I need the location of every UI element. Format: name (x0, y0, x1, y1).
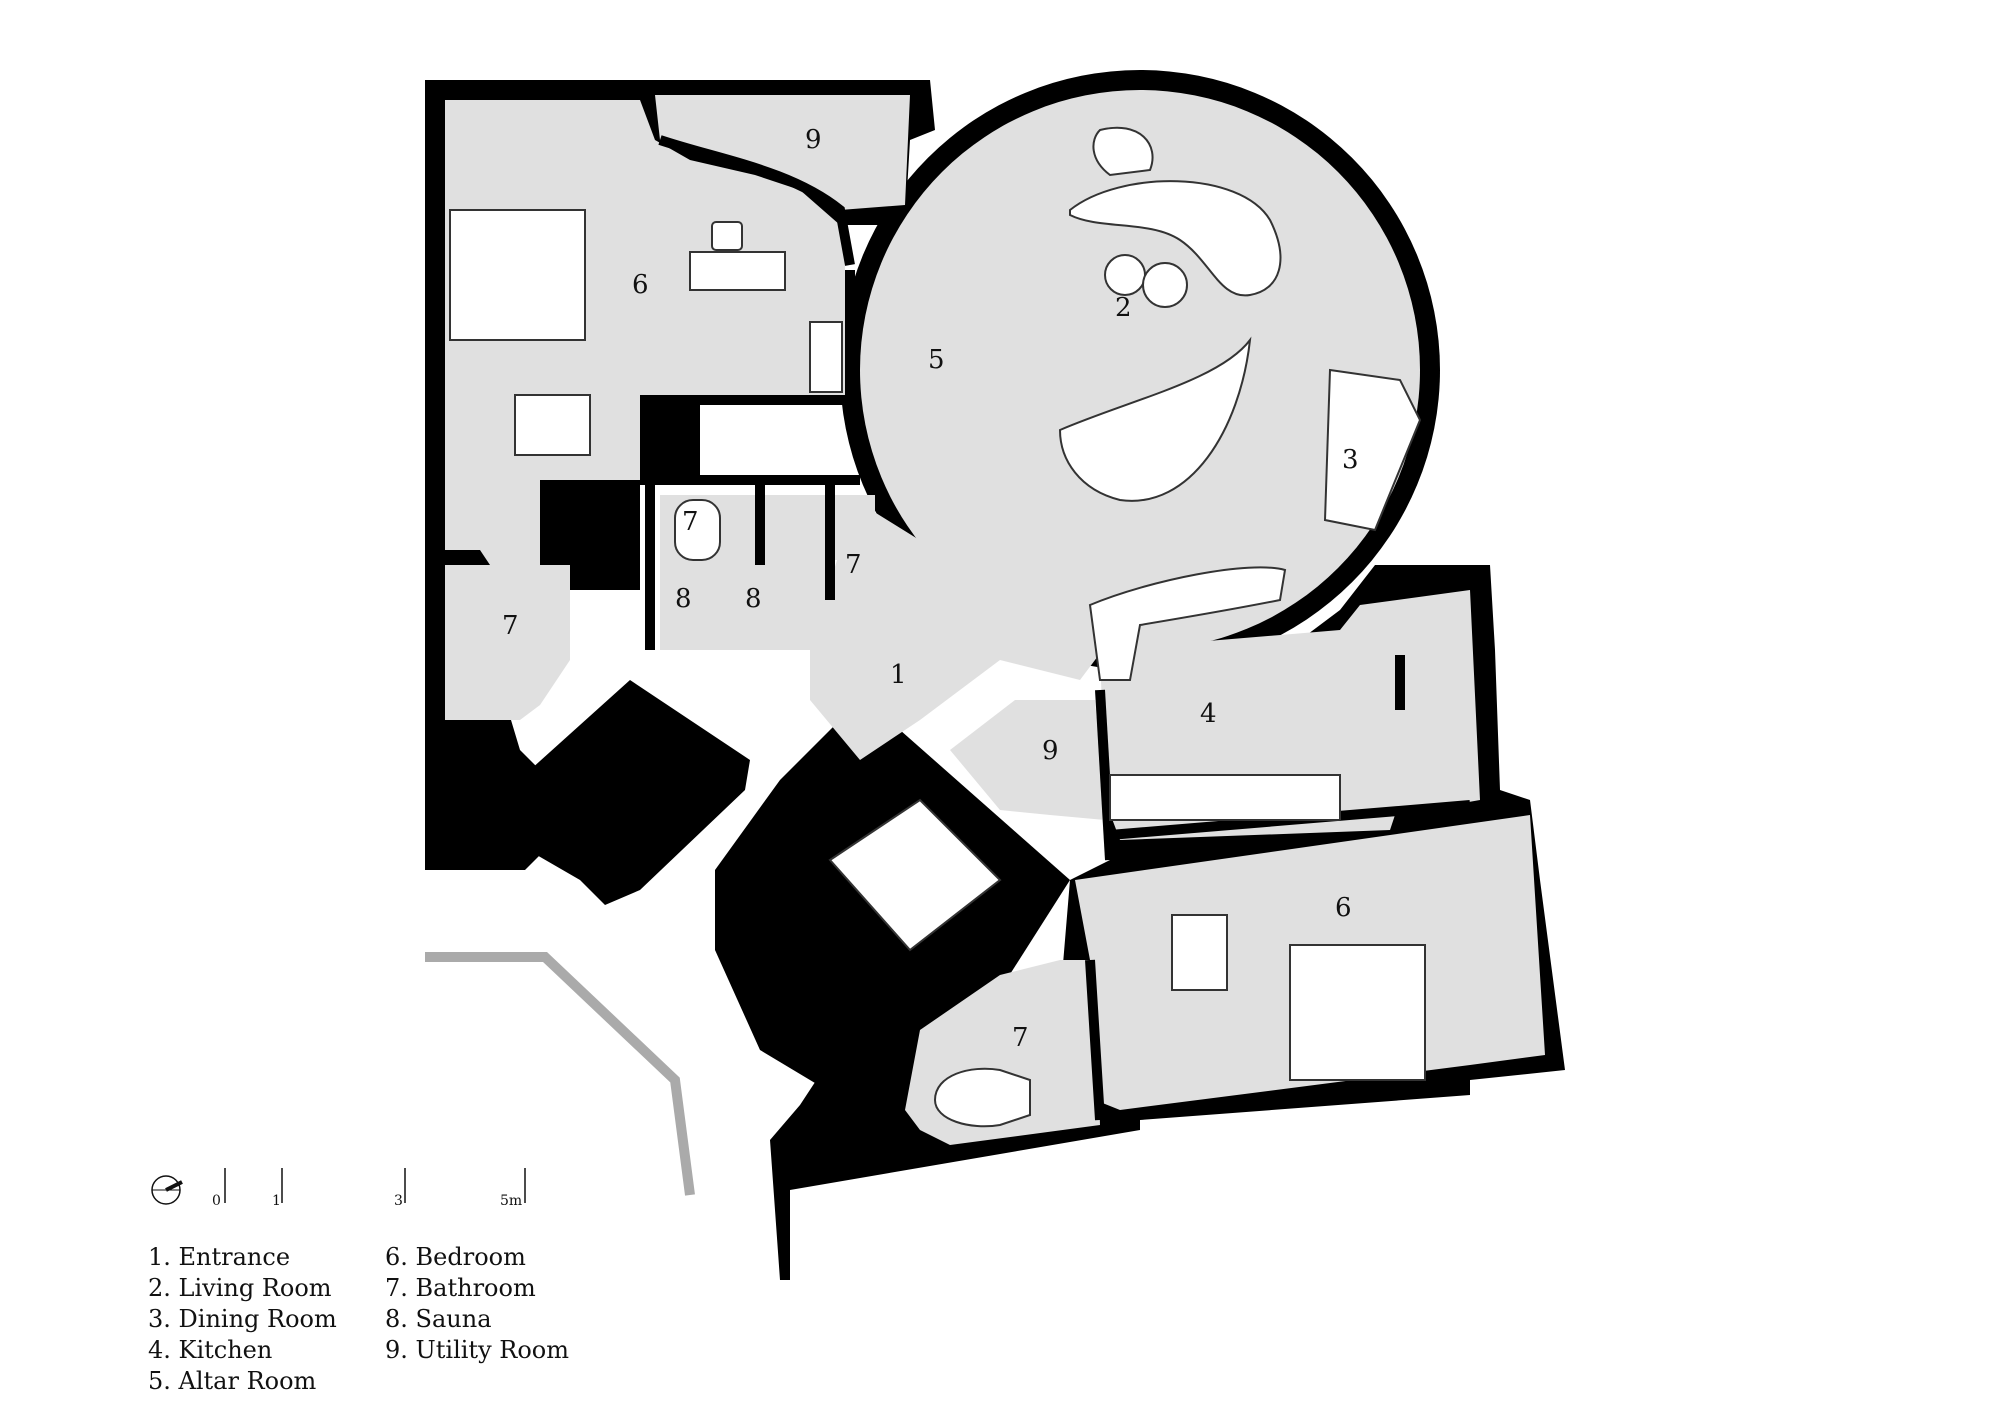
sofa-kidney (1069, 180, 1282, 297)
scale-label: 0 (212, 1193, 221, 1209)
legend-col-1: 1. Entrance 2. Living Room 3. Dining Roo… (148, 1242, 337, 1397)
legend-item: 2. Living Room (148, 1274, 332, 1302)
stairs (828, 798, 1002, 952)
scale-bar (224, 1168, 526, 1203)
legend-item: 3. Dining Room (148, 1305, 337, 1333)
room-label: 7 (682, 507, 699, 537)
kitchen-counter (1109, 774, 1341, 821)
room-label: 4 (1200, 699, 1217, 729)
legend-item: 7. Bathroom (385, 1274, 536, 1302)
room-label: 2 (1115, 293, 1132, 323)
table-se (1171, 914, 1228, 991)
room-label: 1 (890, 660, 907, 690)
room-label: 3 (1342, 445, 1359, 475)
legend-item: 1. Entrance (148, 1243, 291, 1271)
bathtub-w (674, 499, 721, 561)
north-arrow (151, 1175, 183, 1205)
scale-label: 1 (272, 1193, 281, 1209)
bed-se (1289, 944, 1426, 1081)
furniture (449, 126, 1426, 1128)
legend-item: 6. Bedroom (385, 1243, 526, 1271)
legend-item: 9. Utility Room (385, 1336, 569, 1364)
room-label: 7 (1012, 1023, 1029, 1053)
room-label: 9 (805, 125, 822, 155)
legend-item: 4. Kitchen (148, 1336, 273, 1364)
bench-nw (514, 394, 591, 456)
desk-nw (689, 251, 786, 291)
room-label: 7 (502, 611, 519, 641)
wardrobe-nw (809, 321, 843, 393)
room-label: 8 (745, 584, 762, 614)
crescent-rug (1058, 336, 1252, 502)
chaise (1092, 126, 1154, 177)
coffee-table-1 (1104, 254, 1146, 296)
room-labels: 1 2 3 4 5 6 6 7 7 7 7 8 8 9 9 (502, 125, 1359, 1053)
scale-label: 3 (394, 1193, 403, 1209)
room-label: 7 (845, 550, 862, 580)
room-label: 5 (928, 345, 945, 375)
room-label: 6 (632, 270, 649, 300)
room-label: 6 (1335, 893, 1352, 923)
coffee-table-2 (1142, 262, 1188, 308)
room-label: 8 (675, 584, 692, 614)
bar-counter (1088, 566, 1287, 681)
chair-nw (711, 221, 743, 251)
scale-label: 5m (500, 1193, 522, 1209)
legend-item: 8. Sauna (385, 1305, 492, 1333)
legend-col-2: 6. Bedroom 7. Bathroom 8. Sauna 9. Utili… (385, 1242, 569, 1366)
bed-nw (449, 209, 586, 341)
dining-table (1323, 368, 1422, 532)
scale-labels: 0 1 3 5m (212, 1193, 522, 1209)
bathtub-se (933, 1067, 1031, 1128)
site-path (425, 952, 695, 1196)
legend-item: 5. Altar Room (148, 1367, 317, 1395)
room-label: 9 (1042, 736, 1059, 766)
